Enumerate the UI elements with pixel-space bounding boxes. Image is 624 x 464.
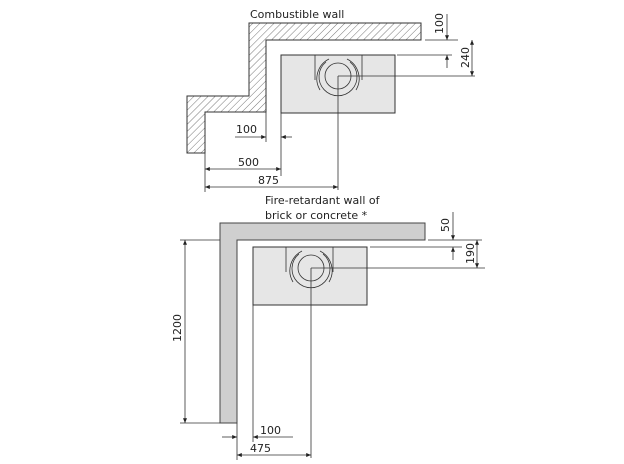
dim-top-wall-to-stove: 500 [238, 156, 259, 169]
top-diagram: Combustible wall 100 240 100 500 875 [186, 8, 475, 192]
dim-top-wall-to-center: 875 [258, 174, 279, 187]
dim-top-depth: 240 [459, 47, 472, 68]
dim-top-wall-gap: 100 [433, 13, 446, 34]
stove-bottom [252, 246, 368, 306]
fire-retardant-wall-label-1: Fire-retardant wall of [265, 194, 381, 207]
dim-bottom-wall-to-center: 475 [250, 442, 271, 455]
dim-bottom-depth: 190 [464, 243, 477, 264]
combustible-wall-label: Combustible wall [250, 8, 344, 21]
bottom-diagram: Fire-retardant wall of brick or concrete… [171, 194, 485, 460]
dim-bottom-wall-length: 1200 [171, 314, 184, 342]
fire-retardant-wall-label-2: brick or concrete * [265, 209, 368, 222]
combustible-wall [186, 22, 422, 154]
dim-top-side-gap: 100 [236, 123, 257, 136]
dim-bottom-wall-gap: 50 [439, 218, 452, 232]
dim-bottom-side-gap: 100 [260, 424, 281, 437]
